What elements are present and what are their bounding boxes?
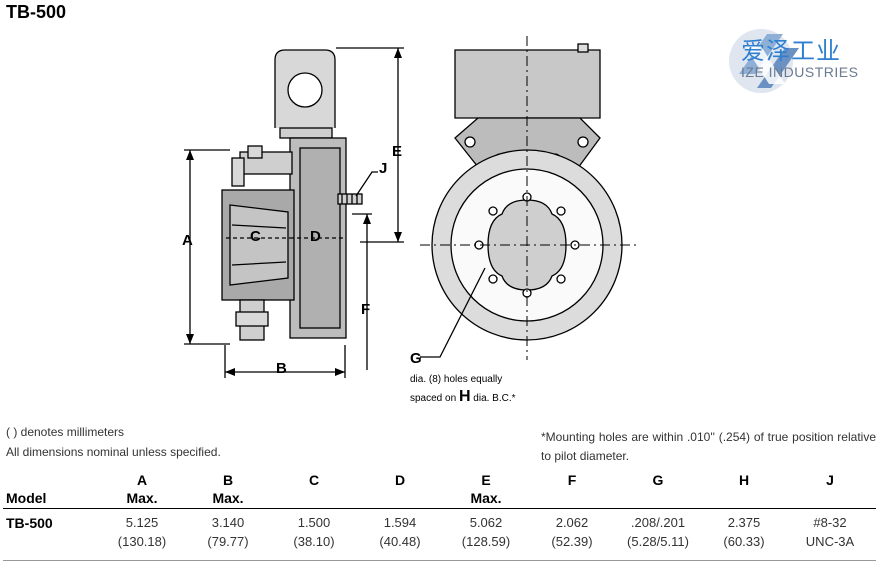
cell-h-in: 2.375 xyxy=(727,515,761,530)
g-note-line2: spaced on H dia. B.C.* xyxy=(410,388,516,406)
cell-a-mm: (130.18) xyxy=(117,534,167,549)
col-header-model: Model xyxy=(6,490,47,506)
cell-b-in: 3.140 xyxy=(211,515,245,530)
cell-b-mm: (79.77) xyxy=(207,534,249,549)
col-header-h: H xyxy=(738,472,750,488)
dim-label-j: J xyxy=(379,160,388,177)
col-header-f: F xyxy=(567,472,577,488)
cell-h-mm: (60.33) xyxy=(723,534,765,549)
cell-f-mm: (52.39) xyxy=(551,534,593,549)
table-divider xyxy=(3,508,876,509)
cell-e-in: 5.062 xyxy=(469,515,503,530)
col-sub-e: Max. xyxy=(470,490,502,506)
col-header-d: D xyxy=(394,472,406,488)
g-note-pre: spaced on xyxy=(410,393,457,404)
cell-e-mm: (128.59) xyxy=(461,534,511,549)
g-note-post: dia. B.C.* xyxy=(473,393,516,404)
cell-c-in: 1.500 xyxy=(297,515,331,530)
dim-label-c: C xyxy=(250,228,261,245)
table-row: (130.18) (79.77) (38.10) (40.48) (128.59… xyxy=(0,534,880,552)
note-millimeters: ( ) denotes millimeters xyxy=(6,425,125,439)
table-header-row-sub: Model Max. Max. Max. xyxy=(0,490,880,508)
col-header-c: C xyxy=(308,472,320,488)
technical-drawing xyxy=(184,36,636,378)
cell-g-mm: (5.28/5.11) xyxy=(627,534,689,549)
logo-chinese-text: 爱泽工业 xyxy=(741,37,841,65)
cell-c-mm: (38.10) xyxy=(293,534,335,549)
cell-g-in: .208/.201 xyxy=(630,515,686,530)
dim-label-a: A xyxy=(182,232,193,249)
cell-j-in: #8-32 xyxy=(813,515,847,530)
cell-f-in: 2.062 xyxy=(555,515,589,530)
table-header-row-letters: A B C D E F G H J xyxy=(0,472,880,490)
note-mounting-holes: *Mounting holes are within .010'' (.254)… xyxy=(541,430,876,463)
col-header-e: E xyxy=(481,472,491,488)
cell-d-mm: (40.48) xyxy=(379,534,421,549)
g-note-line1: dia. (8) holes equally xyxy=(410,374,503,385)
page-title: TB-500 xyxy=(6,2,67,22)
dim-label-g: G xyxy=(410,350,422,367)
cell-j-mm: UNC-3A xyxy=(805,534,855,549)
col-header-g: G xyxy=(652,472,664,488)
note-nominal: All dimensions nominal unless specified. xyxy=(6,445,221,459)
col-header-a: A xyxy=(136,472,148,488)
cell-a-in: 5.125 xyxy=(125,515,159,530)
col-sub-b: Max. xyxy=(212,490,244,506)
table-row: TB-500 5.125 3.140 1.500 1.594 5.062 2.0… xyxy=(0,515,880,533)
cell-d-in: 1.594 xyxy=(383,515,417,530)
logo-english-text: IZE INDUSTRIES xyxy=(741,64,859,80)
dim-label-f: F xyxy=(361,301,371,318)
col-sub-a: Max. xyxy=(126,490,158,506)
g-note-h: H xyxy=(458,388,471,405)
dim-label-e: E xyxy=(392,143,403,160)
col-header-b: B xyxy=(222,472,234,488)
dim-label-b: B xyxy=(276,360,287,377)
dim-label-d: D xyxy=(310,228,321,245)
row-model: TB-500 xyxy=(6,515,53,531)
ize-logo xyxy=(729,29,799,93)
col-header-j: J xyxy=(826,472,834,488)
